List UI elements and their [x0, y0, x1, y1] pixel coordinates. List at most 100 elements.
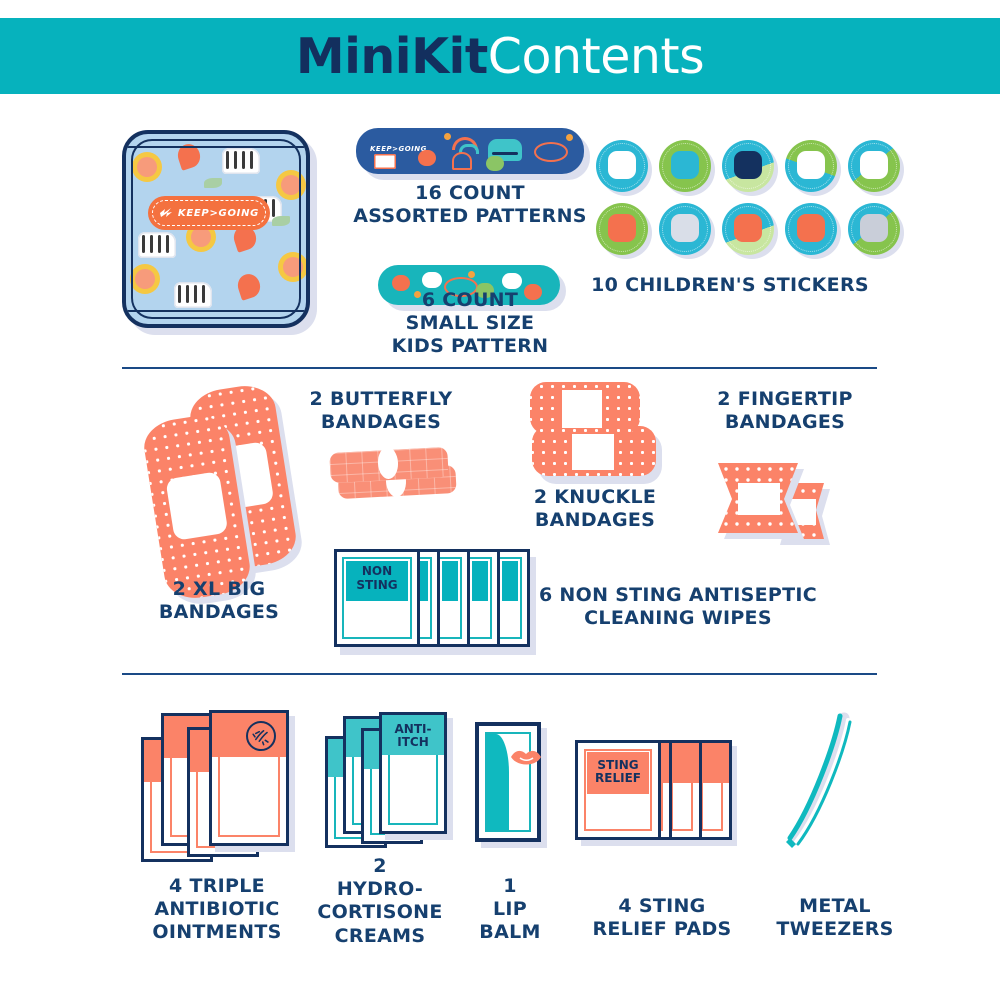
sticker-ring [851, 143, 897, 189]
sticker-fox [596, 203, 648, 255]
ointment-packet-front [209, 710, 289, 846]
kids-bandage [378, 265, 560, 305]
title-light-part: Contents [487, 27, 705, 85]
fingertip-bandages-label: 2 FINGERTIP BANDAGES [717, 388, 853, 434]
dot-motif-icon [414, 291, 421, 298]
penguin-motif-icon [502, 273, 522, 289]
metal-tweezers-label: METAL TWEEZERS [776, 895, 894, 941]
sticker-monkey [785, 203, 837, 255]
sticker-koala [659, 203, 711, 255]
rainbow-motif-icon [452, 137, 479, 154]
fingertip-bandages [712, 455, 830, 567]
page-title: MiniKitContents [295, 27, 705, 85]
sticker-unicorn [596, 140, 648, 192]
zebra-pattern-icon [174, 282, 212, 308]
packet-header-band [442, 561, 458, 601]
brand-logo-text: KEEP>GOING [177, 207, 260, 219]
brand-logo-badge: KEEP>GOING [148, 196, 270, 230]
sprig-pattern-icon [204, 178, 222, 188]
sticker-sloth [722, 203, 774, 255]
kit-bag-inner-stitch [131, 139, 301, 319]
dino-motif-icon [476, 283, 494, 298]
sticker-ring [599, 143, 645, 189]
bandage-brand-text: KEEP>GOING [370, 145, 427, 153]
title-bold-part: MiniKit [295, 27, 488, 85]
hydrocortisone-label: 2 HYDRO- CORTISONE CREAMS [317, 855, 443, 947]
van-motif-icon [488, 139, 522, 161]
bicycle-motif-icon [534, 142, 568, 162]
knuckle-bandages-label: 2 KNUCKLE BANDAGES [533, 486, 657, 532]
sticker-penguin [722, 140, 774, 192]
zebra-pattern-icon [222, 148, 260, 174]
assorted-bandages-label: 16 COUNT ASSORTED PATTERNS [353, 182, 587, 228]
dot-motif-icon [444, 133, 451, 140]
dot-motif-icon [566, 134, 573, 141]
sticker-ring [662, 206, 708, 252]
fox-motif-icon [524, 284, 542, 300]
sticker-ring [788, 143, 834, 189]
sticker-ring [788, 206, 834, 252]
bandaid-motif-icon [486, 156, 504, 171]
bandage-pad [562, 390, 602, 428]
bandage-pad [572, 432, 614, 470]
kids-bandages-label: 6 COUNT SMALL SIZE KIDS PATTERN [391, 289, 549, 358]
stickers-label: 10 CHILDREN'S STICKERS [591, 274, 869, 296]
keep-going-mark-icon [159, 208, 172, 217]
sting-pad-packet-front: STING RELIEF [575, 740, 661, 840]
sticker-ring [725, 143, 771, 189]
packet-inner-border [584, 749, 652, 831]
sprig-pattern-icon [272, 216, 290, 226]
packet-header-band [587, 752, 649, 794]
knuckle-bandages [530, 382, 662, 490]
packet-header-band [472, 561, 488, 601]
antiseptic-wipes-label: 6 NON STING ANTISEPTIC CLEANING WIPES [538, 584, 818, 630]
sticker-ring [599, 206, 645, 252]
lip-balm-stripe [487, 734, 509, 830]
wipe-packet-front: NON STING [334, 549, 420, 647]
kit-bag: KEEP>GOING [122, 130, 317, 335]
sting-relief-label: 4 STING RELIEF PADS [592, 895, 732, 941]
sting-pad-text: STING RELIEF [595, 758, 641, 786]
bacteria-icon [246, 721, 276, 751]
lips-icon [511, 750, 541, 765]
triple-antibiotic-label: 4 TRIPLE ANTIBIOTIC OINTMENTS [152, 875, 282, 944]
packet-header-band [382, 715, 444, 755]
sticker-ring [662, 143, 708, 189]
kit-bag-body: KEEP>GOING [122, 130, 310, 328]
sticker-dinosaur [659, 140, 711, 192]
wipe-packet-text: NON STING [356, 564, 398, 592]
lip-balm [475, 722, 541, 842]
header-banner: MiniKitContents [0, 18, 1000, 94]
fingertip-bandage-shapes [718, 463, 830, 545]
sticker-elephant [848, 203, 900, 255]
zebra-pattern-icon [138, 232, 176, 258]
packet-inner-border [342, 557, 412, 639]
sticker-llama [848, 140, 900, 192]
kit-bag-zip-bottom [126, 310, 306, 312]
lip-balm-label: 1 LIP BALM [479, 875, 541, 944]
sticker-ring [725, 206, 771, 252]
dot-motif-icon [468, 271, 475, 278]
tape-motif-icon [418, 150, 436, 166]
lion-pattern-icon [130, 264, 160, 294]
lion-pattern-icon [278, 252, 306, 282]
cream-packet-front: ANTI- ITCH [379, 712, 447, 834]
xl-big-bandages-label: 2 XL BIG BANDAGES [158, 578, 280, 624]
unicorn-motif-icon [422, 272, 442, 288]
sticker-ring [851, 206, 897, 252]
packet-header-band [346, 561, 408, 601]
section-divider-2 [122, 673, 877, 675]
cream-packet-text: ANTI- ITCH [394, 722, 432, 750]
metal-tweezers [770, 712, 880, 857]
bandage-pad [165, 471, 229, 541]
lion-pattern-icon [276, 170, 306, 200]
sticker-panda [785, 140, 837, 192]
first-aid-box-motif-icon [374, 154, 396, 169]
lip-balm-inner-border [485, 732, 531, 832]
packet-header-band [502, 561, 518, 601]
butterfly-bandages-label: 2 BUTTERFLY BANDAGES [309, 388, 453, 434]
section-divider-1 [122, 367, 877, 369]
scissors-motif-icon [452, 152, 472, 170]
assorted-bandage: KEEP>GOING [356, 128, 584, 174]
kit-bag-zip-top [126, 146, 306, 148]
